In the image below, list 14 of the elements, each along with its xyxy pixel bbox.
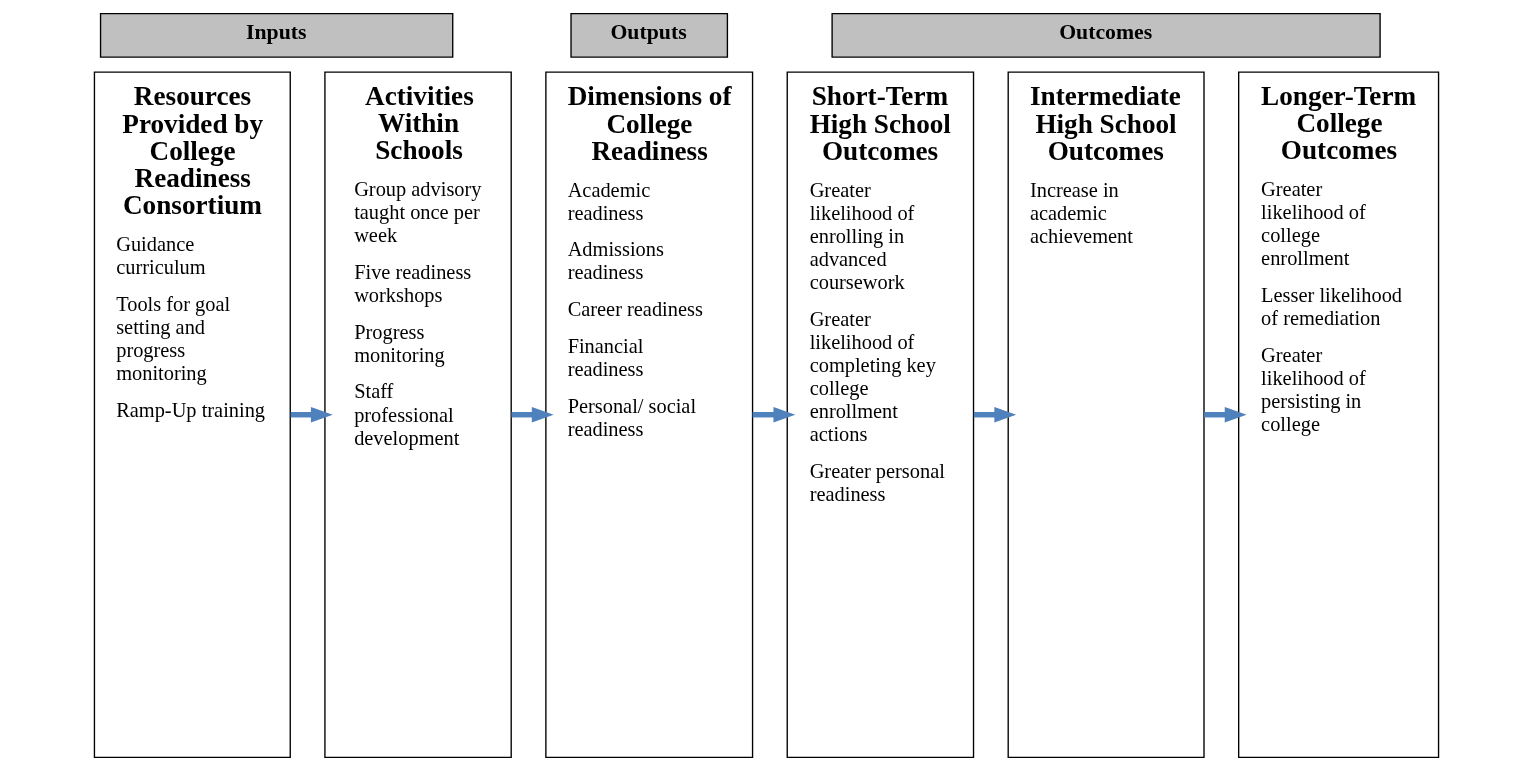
arrow [752,407,795,423]
node-box: Dimensions of College Readiness Academic readiness Admissions readiness Career readiness Financial readiness Personal/ social readiness [544,71,753,759]
node-box: Outputs [569,12,728,58]
node-box: Longer-Term College Outcomes Greater likelihood of college enrollment Lesser likelihood of remediation Greater likelihood of persisting in college [1237,71,1439,759]
arrow [1203,407,1247,423]
node-box: Short-Term High School Outcomes Greater likelihood of enrolling in advanced coursework Greater likelihood of completing key college enrollment actions Greater personal readiness [786,71,974,759]
node-box: Inputs [99,12,453,58]
arrow [511,407,554,423]
node-box: Resources Provided by College Readiness Consortium Guidance curriculum Tools for goal setting and progress monitoring Ramp-Up training [93,71,291,759]
node-box: Outcomes [830,12,1381,58]
arrow [290,407,333,423]
node-box: Intermediate High School Outcomes Increase in academic achievement [1007,71,1205,759]
arrow [973,407,1016,423]
node-box: Activities Within Schools Group advisory taught once per week Five readiness workshops Progress monitoring Staff professional development [323,71,512,759]
